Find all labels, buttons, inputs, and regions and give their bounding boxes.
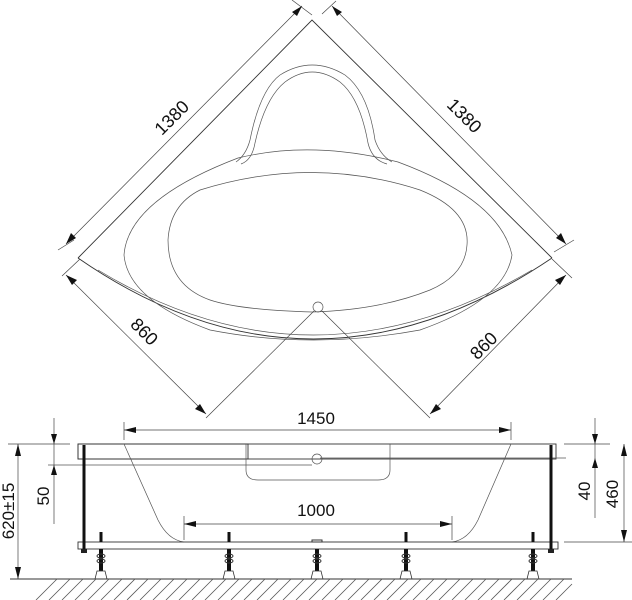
dim-side-right: 1380 [321, 0, 575, 253]
dim-inner-width: 1000 [183, 501, 453, 540]
rim-inner-outline [123, 149, 513, 341]
dim-side-left-label: 1380 [151, 97, 193, 139]
side-view: 1450 1000 620±15 50 [0, 409, 632, 600]
leader-left [205, 310, 315, 419]
top-view: 1380 1380 860 860 [57, 0, 575, 419]
dim-front-left: 860 [61, 258, 207, 415]
dim-body-height-label: 460 [603, 480, 622, 508]
dim-side-left: 1380 [57, 0, 313, 251]
basin-outline [167, 172, 468, 313]
headrest-inner [240, 71, 388, 165]
drain-icon [312, 301, 324, 313]
dim-total-height-label: 620±15 [0, 483, 18, 540]
frame-bar [77, 541, 559, 550]
tub-rim-front-arc [97, 269, 533, 336]
dim-rim-left-label: 50 [34, 487, 53, 506]
dim-rim-right-label: 40 [575, 482, 594, 501]
overflow-drain-icon [311, 453, 323, 465]
dim-overall-width: 1450 [123, 409, 512, 440]
leg [310, 539, 324, 580]
leg [399, 532, 413, 580]
support-right-foot [548, 549, 554, 553]
rim-full [77, 443, 557, 460]
dim-rim-left: 50 [34, 418, 57, 524]
leg [526, 532, 540, 580]
leader-right [321, 310, 431, 419]
dim-inner-width-label: 1000 [297, 501, 335, 520]
dim-front-right: 860 [429, 258, 573, 415]
tub-outline-back-edges [77, 19, 553, 259]
dim-rim-right: 40 [564, 418, 610, 518]
dim-body-height: 460 [564, 444, 632, 543]
support-left-foot [81, 549, 87, 553]
legs [94, 532, 540, 580]
headrest-outer [235, 64, 393, 163]
dim-total-height: 620±15 [0, 443, 70, 579]
dim-side-right-label: 1380 [443, 95, 485, 137]
body-left-curve [123, 443, 185, 543]
body-right-curve [451, 443, 512, 543]
leg [222, 532, 236, 580]
rim [77, 443, 249, 460]
dim-front-right-label: 860 [466, 328, 501, 363]
floor-hatch [35, 578, 573, 600]
dim-overall-width-label: 1450 [297, 409, 335, 428]
overflow-recess [245, 444, 391, 481]
leg [94, 532, 108, 580]
dim-front-left-label: 860 [127, 314, 162, 349]
